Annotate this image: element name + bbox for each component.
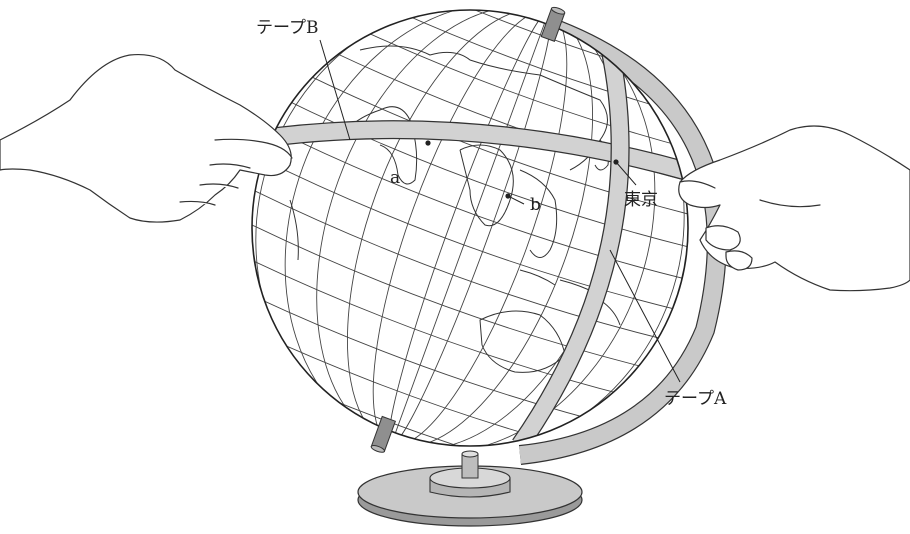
point-a-label: a (390, 168, 400, 188)
tape-b-label: テープB (256, 18, 318, 38)
globe (173, 0, 770, 528)
left-hand (0, 55, 292, 223)
point-b-label: b (530, 195, 541, 215)
tape-a-label: テープA (664, 389, 727, 409)
tokyo-label: 東京 (624, 190, 658, 210)
globe-base (358, 451, 582, 526)
point-a-dot (425, 140, 430, 145)
